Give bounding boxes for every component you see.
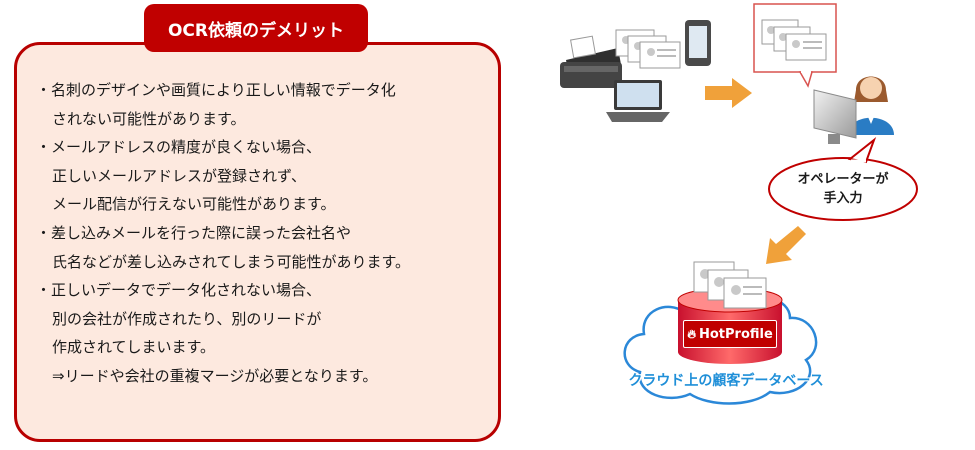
- list-line: 氏名などが差し込みされてしまう可能性があります。: [52, 252, 411, 271]
- bubble-line: オペレーターが: [797, 172, 889, 187]
- operator-icon: [813, 76, 894, 144]
- scanner-icon: [560, 35, 622, 88]
- business-card-icon: [761, 19, 827, 61]
- list-line: 別の会社が作成されたり、別のリードが: [52, 309, 322, 328]
- operator-speech-bubble: [768, 137, 918, 221]
- demerit-list: ・名刺のデザインや画質により正しい情報でデータ化 されない可能性があります。 ・…: [36, 76, 496, 391]
- list-line: ・差し込みメールを行った際に誤った会社名や: [36, 223, 352, 242]
- smartphone-icon: [685, 20, 711, 66]
- cloud-database-label: クラウド上の顧客データベース: [628, 373, 824, 389]
- hotprofile-logo: 🔥︎ HotProfile: [683, 320, 777, 348]
- list-line: ⇒リードや会社の重複マージが必要となります。: [52, 366, 378, 385]
- arrow-right-icon: [705, 78, 752, 108]
- list-line: 作成されてしまいます。: [52, 338, 216, 357]
- ocr-demerit-panel: [14, 42, 501, 442]
- list-line: ・正しいデータでデータ化されない場合、: [36, 281, 322, 300]
- operator-bubble-text: オペレーターが 手入力: [772, 170, 914, 208]
- business-card-icon: [693, 261, 767, 309]
- list-line: メール配信が行えない可能性があります。: [52, 195, 336, 214]
- arrow-down-left-icon: [766, 226, 806, 264]
- list-line: 正しいメールアドレスが登録されず、: [52, 166, 306, 185]
- flame-icon: 🔥︎: [687, 326, 696, 341]
- panel-title: OCR依頼のデメリット: [144, 4, 368, 52]
- list-line: ・メールアドレスの精度が良くない場合、: [36, 138, 322, 157]
- list-line: されない可能性があります。: [52, 109, 246, 128]
- logo-text: HotProfile: [699, 326, 773, 342]
- laptop-icon: [606, 80, 670, 122]
- bubble-line: 手入力: [823, 191, 863, 206]
- list-line: ・名刺のデザインや画質により正しい情報でデータ化: [36, 81, 396, 99]
- business-card-icon: [615, 29, 681, 69]
